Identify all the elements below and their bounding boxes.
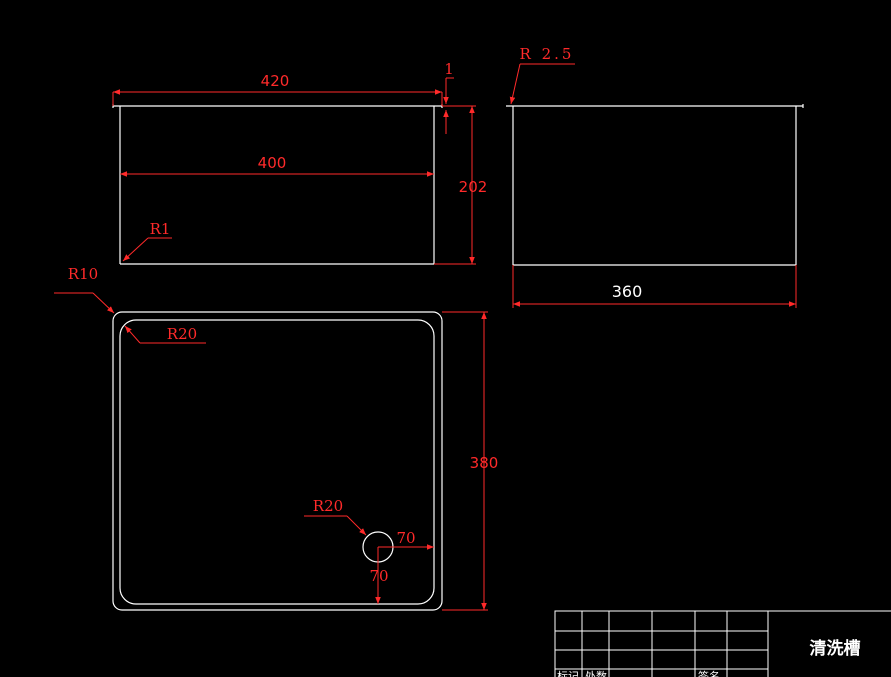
tb-count-label: 处数 (585, 670, 607, 677)
plan-view: R10 R20 380 R20 70 70 (54, 265, 499, 611)
dim-r10-leader (92, 292, 115, 314)
dim-70-y-label: 70 (369, 567, 388, 585)
plan-inner-outline (119, 319, 435, 605)
dim-380-label: 380 (470, 454, 499, 472)
dim-r10-label: R10 (68, 265, 98, 283)
dim-1-label: 1 (444, 60, 454, 78)
dim-r1-leader (122, 237, 149, 262)
dim-r20-drain-leader (346, 515, 367, 536)
title-block-frame (554, 610, 891, 677)
dim-400-label: 400 (258, 154, 287, 172)
dim-420-label: 420 (261, 72, 290, 90)
tb-mark-label: 标记 (557, 669, 579, 677)
dim-r20-corner-label: R20 (167, 325, 197, 343)
drawing-title: 清洗槽 (810, 638, 861, 659)
dim-70-x-label: 70 (396, 529, 415, 547)
dim-r1-label: R1 (150, 220, 171, 238)
title-block: 标记 处数 签名 清洗槽 (554, 610, 891, 677)
dim-r25-label: R 2.5 (520, 45, 575, 63)
plan-outer-outline (112, 311, 443, 611)
dim-r20-corner-leader (124, 325, 141, 344)
dim-360-label: 360 (612, 282, 643, 301)
dim-r20-drain-label: R20 (313, 497, 343, 515)
front-view: 420 400 202 1 R1 (112, 60, 488, 265)
side-view: R 2.5 360 (506, 45, 804, 308)
dim-202-label: 202 (459, 178, 488, 196)
dim-r25-leader (509, 63, 521, 105)
tb-sign-label: 签名 (698, 669, 720, 677)
